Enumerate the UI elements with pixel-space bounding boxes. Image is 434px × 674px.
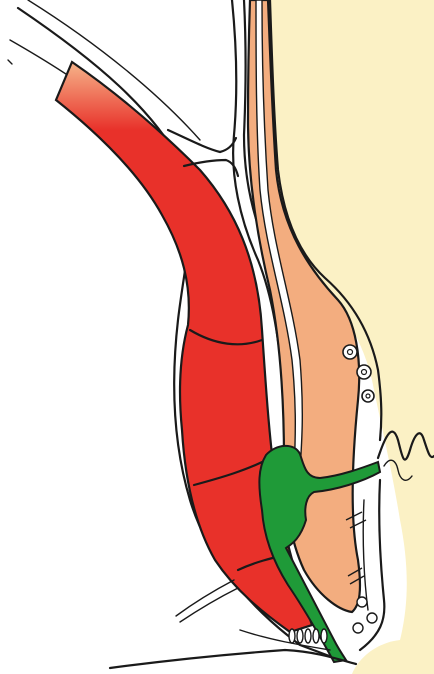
- ribbed-structure: [289, 629, 327, 643]
